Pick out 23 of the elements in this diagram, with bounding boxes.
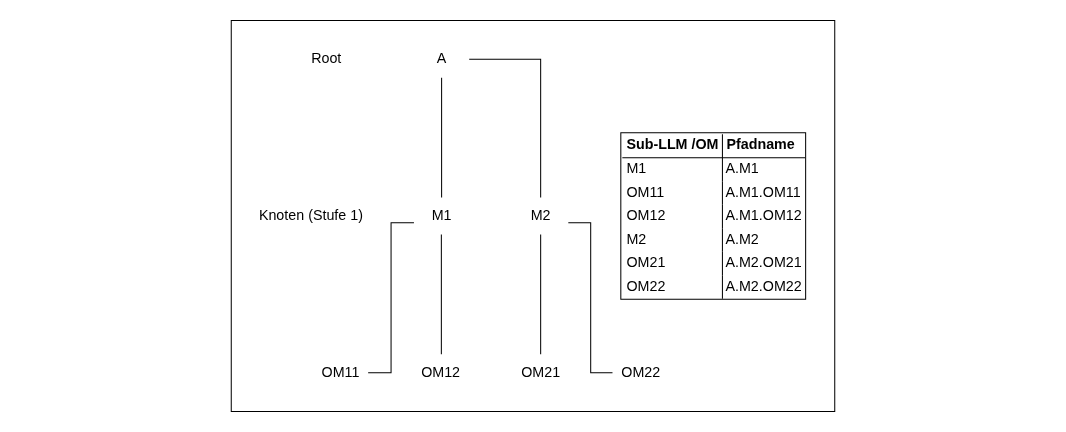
label: M1 — [626, 160, 647, 177]
label: A.M1.OM12 — [725, 207, 802, 224]
label: M2 — [626, 230, 647, 247]
label: A.M2.OM21 — [725, 254, 802, 271]
label: Pfadname — [726, 135, 795, 152]
node-text: OM22 — [621, 363, 661, 380]
label: A.M1 — [725, 160, 759, 177]
node-text: OM21 — [521, 363, 561, 380]
label: OM11 — [626, 183, 665, 200]
label: Root — [311, 50, 342, 67]
node-text: OM11 — [321, 363, 360, 380]
node-text: OM12 — [421, 363, 461, 380]
label: Sub-LLM /OM — [626, 135, 719, 152]
node-text: M2 — [530, 206, 551, 223]
label: OM22 — [626, 277, 666, 294]
label: A.M2.OM22 — [725, 277, 802, 294]
label: OM21 — [626, 254, 666, 271]
label: Knoten (Stufe 1) — [258, 206, 363, 223]
node-text: M1 — [431, 206, 452, 223]
node-text: A — [436, 50, 447, 67]
label: A.M1.OM11 — [725, 183, 801, 200]
label: OM12 — [626, 207, 666, 224]
label: A.M2 — [725, 230, 759, 247]
